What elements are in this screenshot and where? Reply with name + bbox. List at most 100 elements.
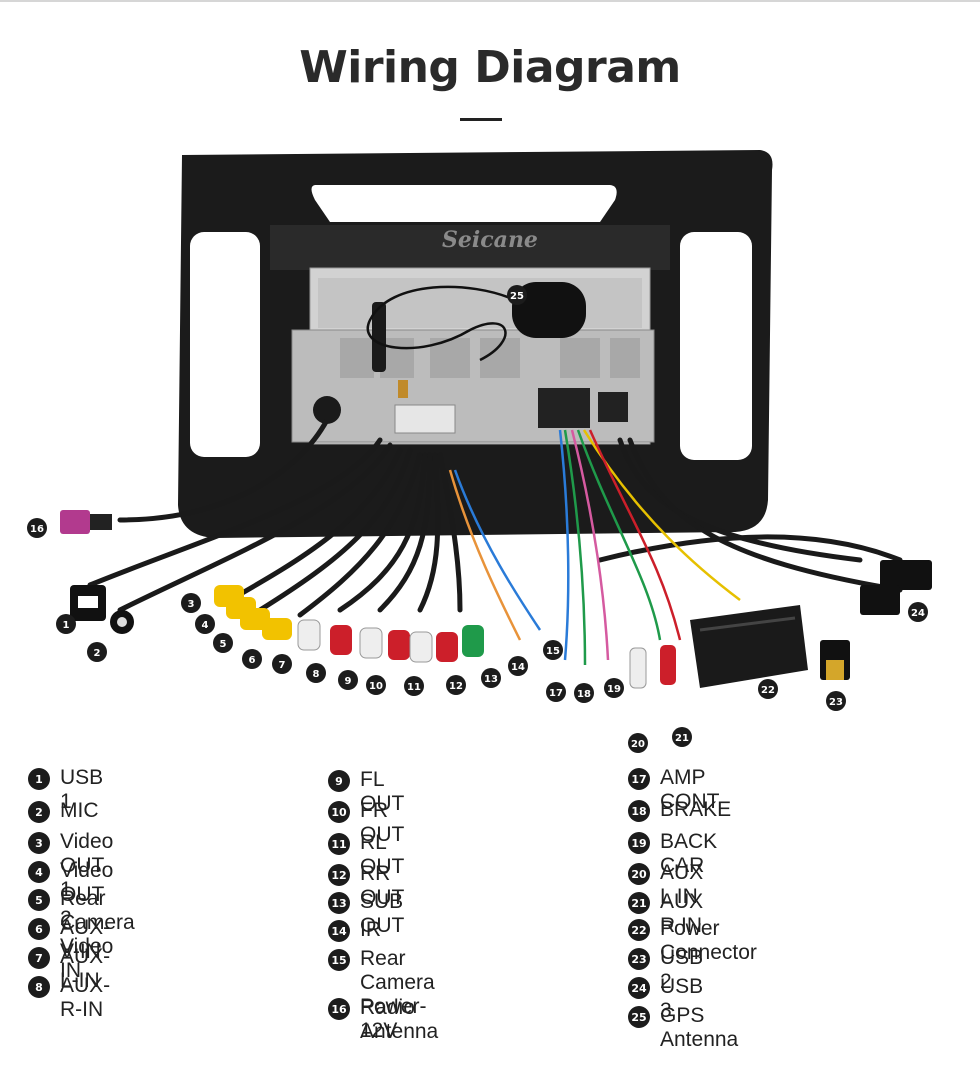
callout-23: 23 [826, 691, 846, 711]
legend-item-12: 12 RR OUT [328, 862, 404, 910]
legend-label: Video OUT 2 [60, 859, 114, 930]
colored-wires [448, 429, 741, 666]
legend-badge: 19 [628, 832, 650, 854]
legend-label: FR OUT [360, 799, 405, 846]
legend-item-3: 3 Video OUT 1 [28, 830, 113, 902]
legend-label: USB 1 [60, 766, 104, 813]
legend-badge: 21 [628, 892, 650, 914]
legend-label: Rear Camera Video IN [60, 887, 135, 982]
mic-jack [110, 610, 134, 634]
legend-badge: 22 [628, 919, 650, 941]
legend-badge: 14 [328, 920, 350, 942]
legend-label: Rear Camera Power-12V [360, 947, 435, 1042]
svg-text:21: 21 [675, 733, 689, 744]
callout-9: 9 [338, 670, 358, 690]
svg-text:4: 4 [202, 620, 209, 631]
legend-label: USB 3 [660, 975, 704, 1022]
legend-label: AUX-V-IN [60, 916, 111, 963]
callout-8: 8 [306, 663, 326, 683]
legend-label: AUX-R-IN [60, 974, 111, 1021]
rca-connectors [214, 585, 676, 689]
legend-item-19: 19 BACK CAR [628, 830, 717, 878]
legend-label: RR OUT [360, 862, 405, 909]
legend-item-22: 22 Power Connector [628, 917, 757, 965]
legend-badge: 9 [328, 770, 350, 792]
svg-text:11: 11 [407, 682, 421, 693]
legend-item-5: 5 Rear Camera Video IN [28, 887, 135, 983]
cable-bundle [87, 417, 903, 618]
svg-text:7: 7 [279, 660, 286, 671]
svg-text:6: 6 [249, 655, 256, 666]
svg-text:3: 3 [188, 599, 195, 610]
legend-badge: 7 [28, 947, 50, 969]
callout-14: 14 [508, 656, 528, 676]
legend-item-24: 24 USB 3 [628, 975, 703, 1023]
svg-text:8: 8 [313, 669, 320, 680]
svg-text:20: 20 [631, 739, 645, 750]
legend-badge: 5 [28, 889, 50, 911]
callout-18: 18 [574, 683, 594, 703]
legend-label: AUX-L-IN [60, 945, 111, 992]
head-unit-chassis [291, 267, 655, 445]
legend-label: Video OUT 1 [60, 830, 114, 901]
legend-badge: 18 [628, 800, 650, 822]
callout-13: 13 [481, 668, 501, 688]
callout-21: 21 [672, 727, 692, 747]
callout-25: 25 [507, 285, 527, 305]
legend-badge: 12 [328, 864, 350, 886]
callout-11: 11 [404, 676, 424, 696]
callout-2: 2 [87, 642, 107, 662]
power-connector [690, 605, 808, 688]
callout-12: 12 [446, 675, 466, 695]
svg-text:1: 1 [63, 620, 70, 631]
legend-badge: 3 [28, 832, 50, 854]
legend-badge: 13 [328, 892, 350, 914]
callout-6: 6 [242, 649, 262, 669]
callout-3: 3 [181, 593, 201, 613]
legend-item-16: 16 Radio Antenna [328, 996, 438, 1044]
callout-17: 17 [546, 682, 566, 702]
legend-badge: 6 [28, 918, 50, 940]
legend-label: Radio Antenna [360, 996, 439, 1043]
usb-3-connector [860, 560, 932, 615]
legend-label: Power Connector [660, 917, 757, 964]
legend-item-13: 13 SUB OUT [328, 890, 404, 938]
legend-label: USB 2 [660, 946, 704, 993]
svg-text:13: 13 [484, 674, 498, 685]
legend-item-10: 10 FR OUT [328, 799, 404, 847]
legend-label: BACK CAR [660, 830, 718, 877]
legend-label: SUB OUT [360, 890, 405, 937]
legend-label: BRAKE [660, 798, 732, 821]
radio-antenna-connector [60, 510, 112, 534]
callout-markers: 1 2 3 4 5 6 7 8 9 10 11 12 13 14 15 16 1… [27, 285, 928, 753]
callout-24: 24 [908, 602, 928, 622]
legend-item-18: 18 BRAKE [628, 798, 731, 822]
legend-badge: 10 [328, 801, 350, 823]
svg-text:2: 2 [94, 648, 101, 659]
legend-badge: 24 [628, 977, 650, 999]
top-divider [0, 0, 980, 2]
callout-22: 22 [758, 679, 778, 699]
gps-antenna [366, 282, 586, 362]
legend-badge: 2 [28, 801, 50, 823]
legend-badge: 16 [328, 998, 350, 1020]
legend-label: FL OUT [360, 768, 405, 815]
svg-text:9: 9 [345, 676, 352, 687]
legend-item-6: 6 AUX-V-IN [28, 916, 110, 964]
svg-text:5: 5 [220, 639, 227, 650]
usb-1-connector [70, 585, 106, 621]
legend-badge: 17 [628, 768, 650, 790]
title-underline [460, 118, 502, 121]
svg-text:18: 18 [577, 689, 591, 700]
